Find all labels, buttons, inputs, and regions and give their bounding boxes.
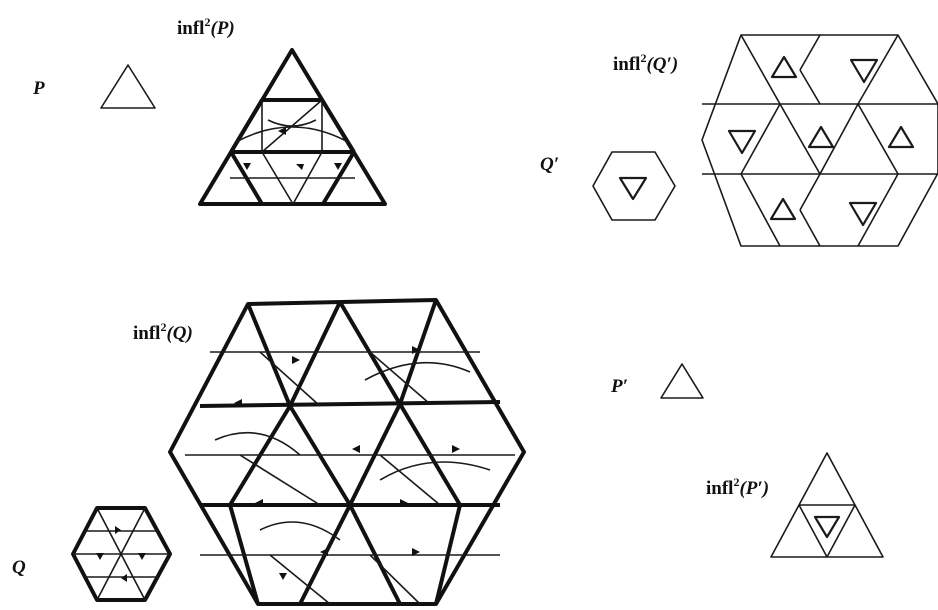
label-Q: Q — [12, 557, 26, 578]
infl2-Q-arc-2 — [364, 361, 471, 381]
infl2-Q-arrow-6 — [255, 499, 263, 507]
tile-Q-prime-outline — [592, 151, 676, 221]
infl2-Pp-d2 — [826, 504, 856, 558]
infl2-Qp-d7 — [819, 103, 859, 175]
infl2-Q-arc-3 — [379, 461, 491, 481]
infl2-Qp-d10 — [799, 173, 821, 211]
infl2-Q-arrow-4 — [352, 445, 360, 453]
tile-infl2-P — [198, 48, 387, 206]
infl2-Qp-d1 — [799, 34, 821, 71]
infl2-Q-h1 — [199, 400, 501, 408]
infl2-Q-outline — [168, 298, 526, 606]
label-P: P — [32, 78, 45, 99]
infl2-P-arrow-2 — [296, 164, 304, 170]
infl2-Qp-d3 — [740, 34, 781, 105]
tile-Q-prime — [592, 151, 676, 221]
tile-P-prime-outline — [660, 363, 704, 399]
infl2-Qp-d11 — [799, 209, 821, 247]
infl2-P-arc-2 — [267, 119, 317, 127]
infl2-Pp-d1 — [798, 504, 828, 558]
infl2-Pp-inner-triangle — [813, 515, 841, 539]
tile-infl2-Q-prime — [701, 34, 938, 247]
tile-Q — [71, 506, 172, 602]
infl2-P-arc — [235, 126, 349, 143]
infl2-P-arrow-4 — [334, 163, 342, 170]
tile-Q-arrow-1 — [115, 526, 121, 534]
infl2-Q-t9 — [369, 554, 421, 605]
tile-Q-prime-inner-triangle — [618, 176, 648, 201]
infl2-Q-t6 — [239, 454, 321, 506]
infl2-Qp-d9 — [740, 173, 781, 247]
infl2-Qp-d2 — [799, 69, 821, 105]
tile-P — [100, 64, 156, 109]
label-infl2-Q-prime: infl2(Q′) — [613, 51, 678, 75]
infl2-Q-arrow-10 — [279, 573, 287, 580]
infl2-Q-arrow-1 — [292, 356, 300, 364]
infl2-Qp-d5 — [740, 103, 781, 175]
infl2-P-inner-left — [229, 98, 264, 154]
infl2-Qp-d12 — [857, 173, 899, 247]
tile-Q-arrow-4 — [121, 574, 127, 582]
infl2-Qp-tri-down-2 — [727, 129, 757, 155]
infl2-Q-arrow-8 — [320, 548, 328, 556]
infl2-Q-arc-4 — [259, 521, 341, 541]
label-infl2-P: infl2(P) — [177, 15, 235, 39]
infl2-Q-t5 — [369, 351, 431, 405]
infl2-Q-t8 — [269, 554, 331, 605]
tile-P-outline — [100, 64, 156, 109]
tile-Q-arrow-2 — [96, 553, 104, 560]
infl2-Qp-tri-up-1 — [770, 55, 798, 79]
infl2-Q-d2 — [288, 301, 342, 407]
infl2-Qp-tri-up-2 — [807, 125, 835, 149]
tile-infl2-P-prime — [770, 452, 884, 558]
infl2-Qp-d8 — [857, 103, 899, 175]
label-P-prime: P′ — [610, 376, 628, 397]
label-Q-prime: Q′ — [540, 154, 559, 175]
tile-Q-arrow-3 — [138, 553, 146, 560]
tile-P-prime — [660, 363, 704, 399]
infl2-P-inner-right — [320, 98, 356, 154]
infl2-P-arrow-1 — [278, 127, 286, 135]
infl2-Qp-d4 — [857, 34, 899, 105]
infl2-Q-arc-1 — [214, 432, 301, 456]
infl2-Q-arrow-3 — [234, 399, 242, 407]
infl2-Q-t4 — [259, 351, 321, 407]
infl2-Q-arrow-5 — [452, 445, 460, 453]
tile-infl2-Q — [168, 298, 526, 606]
infl2-Qp-tri-up-4 — [769, 197, 797, 221]
infl2-Q-arrow-2 — [412, 346, 420, 354]
infl2-Qp-tri-down-3 — [848, 201, 878, 227]
infl2-P-arrow-3 — [243, 163, 251, 170]
infl2-Q-t7 — [379, 454, 441, 506]
infl2-Q-arrow-7 — [400, 499, 408, 507]
infl2-Q-arrow-9 — [412, 548, 420, 556]
label-infl2-Q: infl2(Q) — [133, 320, 193, 344]
label-infl2-P-prime: infl2(P′) — [706, 475, 769, 499]
infl2-Q-d1 — [246, 303, 292, 407]
infl2-Qp-tri-down-1 — [849, 58, 879, 84]
infl2-Qp-tri-up-3 — [887, 125, 915, 149]
infl2-Qp-d6 — [779, 103, 821, 175]
infl2-Qp-outline — [701, 34, 938, 247]
